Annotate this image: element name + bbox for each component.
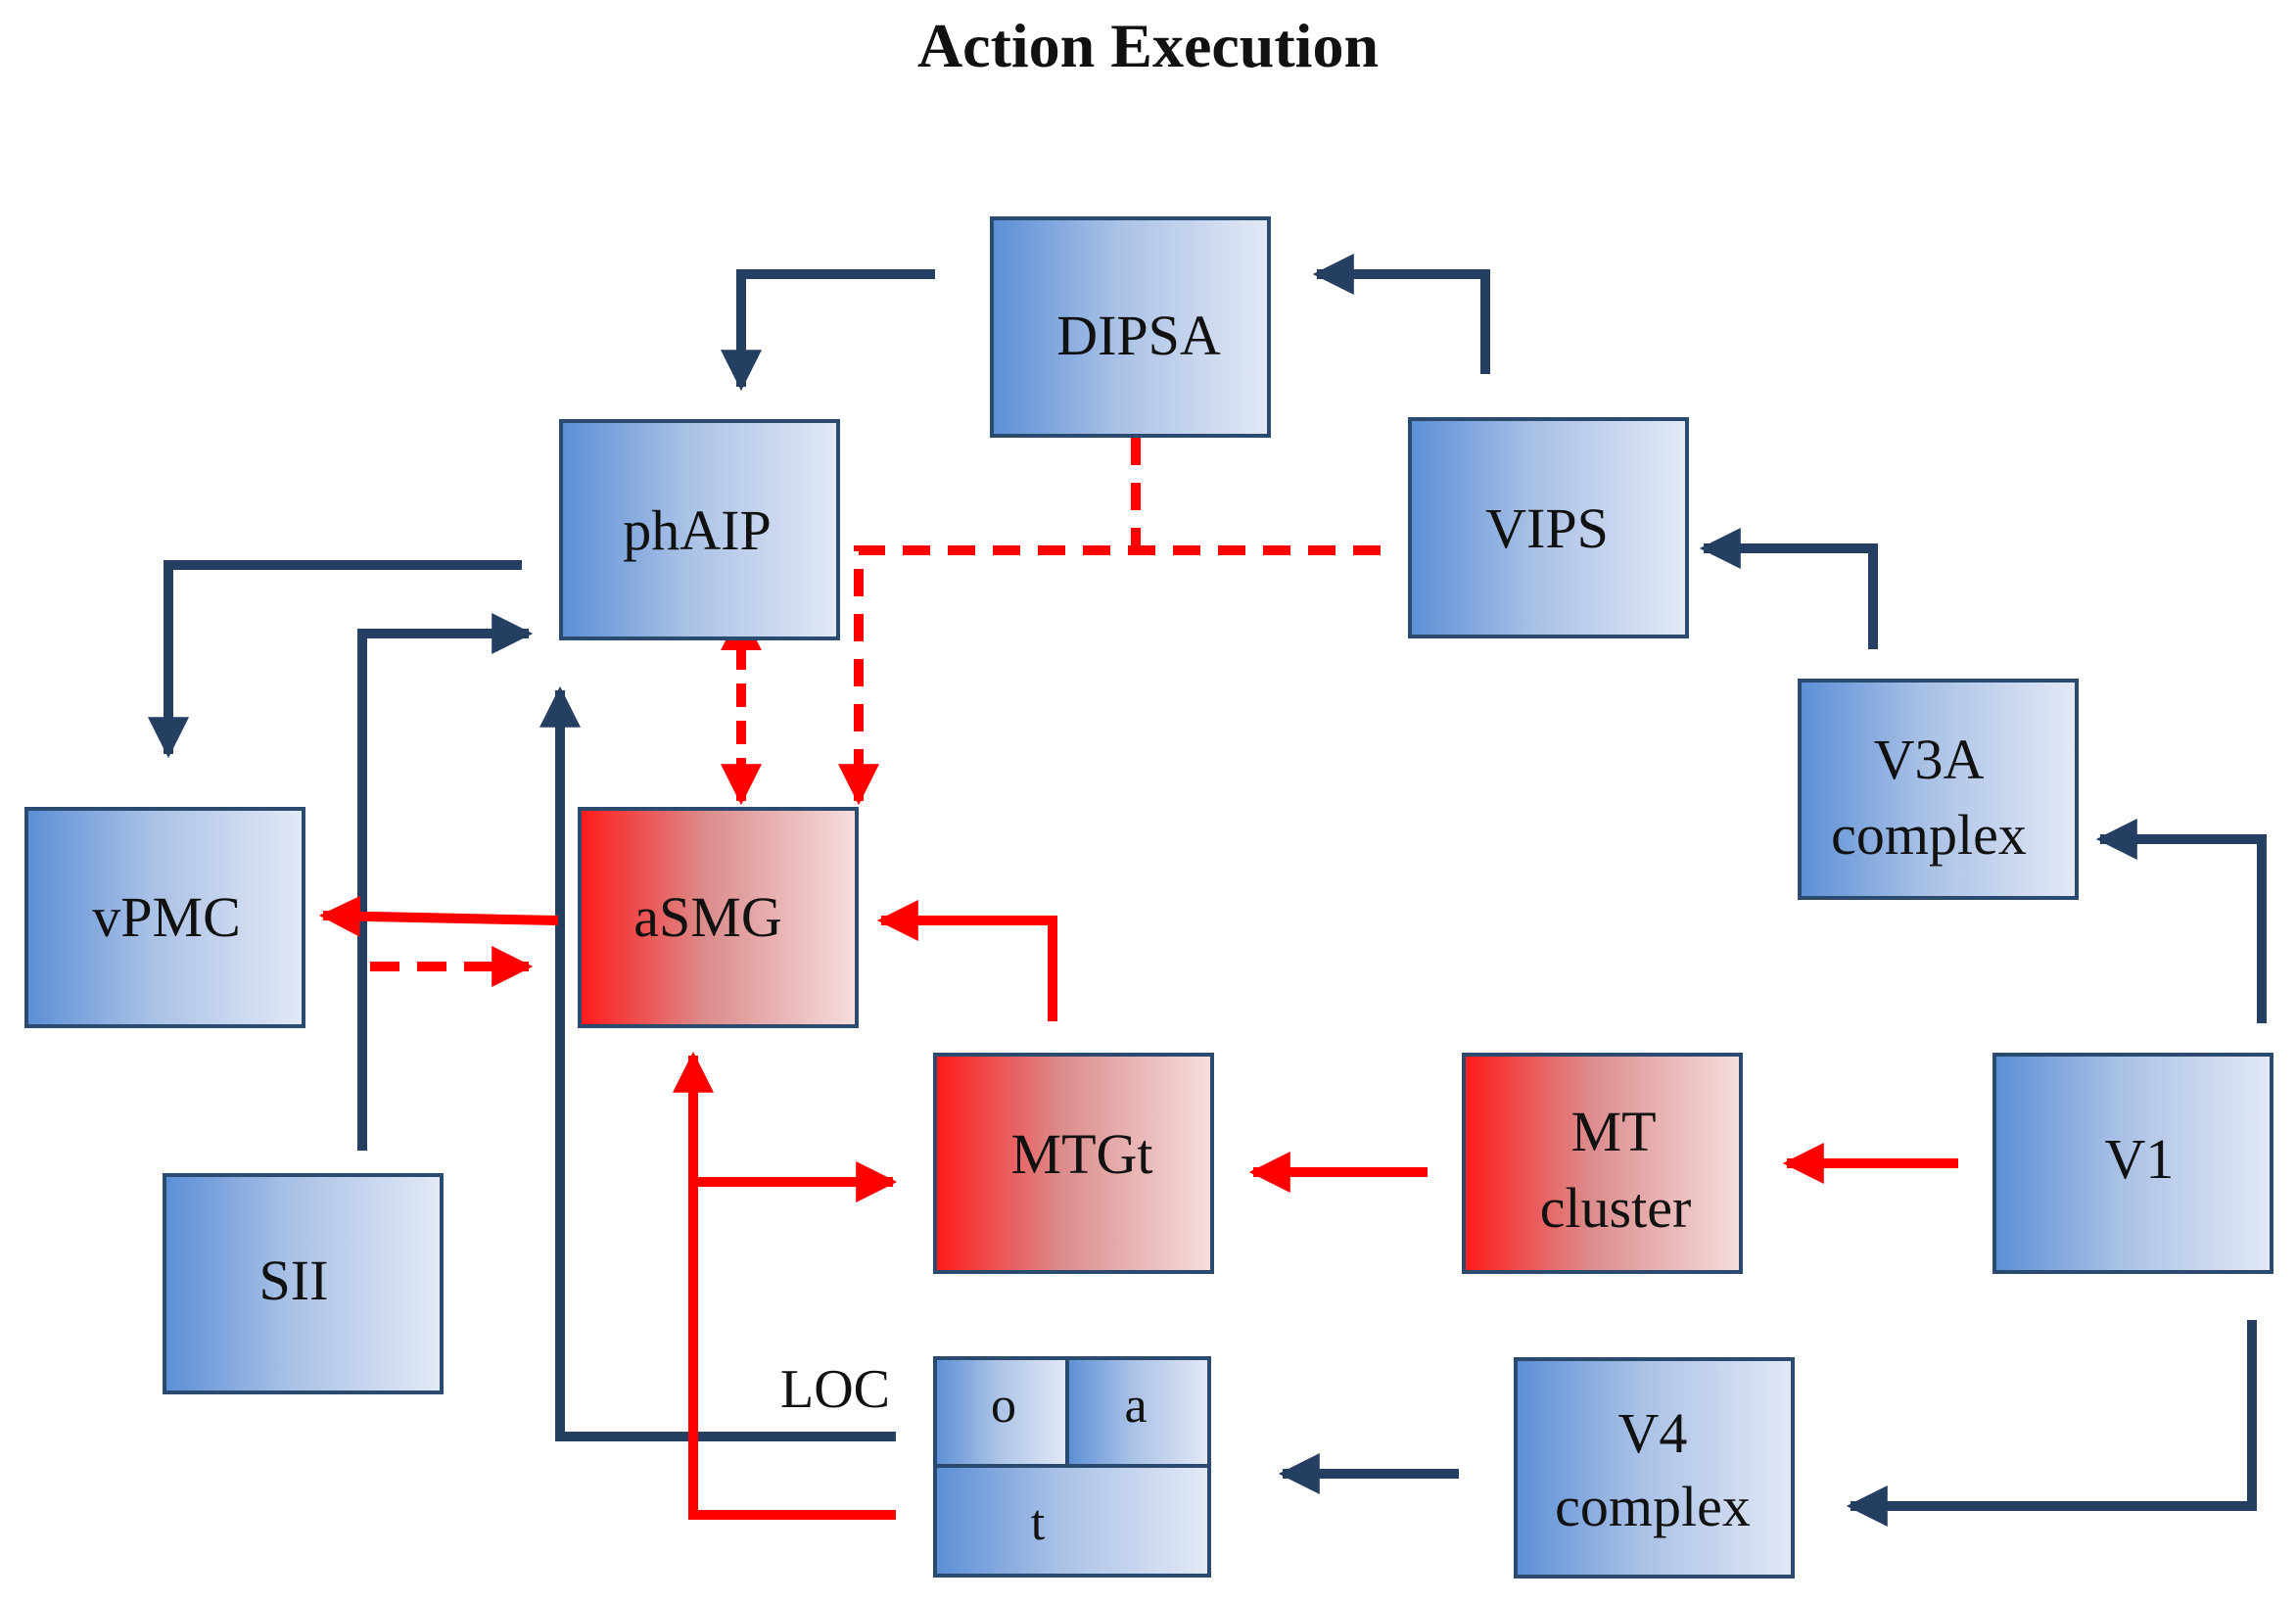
node-label-v4-line1: V4 — [1618, 1401, 1688, 1465]
arrow-phaip-to-vpmc — [148, 560, 522, 759]
node-label-mtgt: MTGt — [1011, 1122, 1153, 1186]
arrow-vips-to-dipsa — [1312, 254, 1490, 374]
arrow-sii-to-phaip — [357, 613, 534, 1151]
arrow-vips-dipsa-to-asmg — [838, 545, 1381, 806]
node-vpmc: vPMC — [24, 807, 305, 1028]
node-label-v1: V1 — [2105, 1127, 2175, 1191]
node-dipsa: DIPSA — [990, 216, 1271, 438]
node-v3a-complex: V3A complex — [1798, 679, 2079, 900]
arrow-loc-to-asmg — [673, 1051, 896, 1520]
arrow-dipsa-to-phaip — [721, 269, 935, 392]
loc-cell-t — [933, 1464, 1211, 1578]
node-mt-cluster: MT cluster — [1462, 1053, 1743, 1274]
node-label-loc: LOC — [780, 1359, 890, 1420]
node-label-mt-line2: cluster — [1540, 1176, 1692, 1240]
loc-cell-label-t: t — [1031, 1495, 1046, 1551]
node-label-mt-line1: MT — [1571, 1100, 1657, 1163]
node-label-vips: VIPS — [1485, 496, 1609, 560]
loc-cell-label-o: o — [991, 1378, 1016, 1434]
arrow-v3a-to-vips — [1699, 528, 1878, 649]
node-v1: V1 — [1992, 1053, 2273, 1274]
node-v4-complex: V4 complex — [1514, 1357, 1795, 1578]
loc-cell-label-a: a — [1124, 1378, 1147, 1434]
node-asmg: aSMG — [578, 807, 859, 1028]
diagram-title: Action Execution — [916, 11, 1380, 80]
node-label-v4-line2: complex — [1555, 1475, 1751, 1538]
arrow-loc-to-phaip — [539, 685, 896, 1441]
arrow-asmg-to-vpmc — [318, 895, 559, 937]
node-phaip: phAIP — [559, 419, 840, 640]
node-label-phaip: phAIP — [623, 498, 771, 562]
node-label-v3a-line1: V3A — [1874, 728, 1985, 791]
node-mtgt: MTGt — [933, 1053, 1214, 1274]
node-loc: LOC o a t — [780, 1356, 1211, 1578]
arrow-v1-to-v3a — [2095, 819, 2267, 1023]
red-connections — [318, 438, 1958, 1520]
node-vips: VIPS — [1408, 417, 1689, 638]
node-label-sii: SII — [259, 1249, 329, 1312]
node-sii: SII — [163, 1173, 444, 1394]
node-label-asmg: aSMG — [633, 885, 781, 949]
node-label-vpmc: vPMC — [92, 885, 241, 949]
arrow-mtgt-to-asmg — [876, 900, 1057, 1021]
node-label-v3a-line2: complex — [1831, 803, 2027, 867]
navy-connections — [148, 254, 2267, 1527]
arrow-v1-to-v4 — [1846, 1320, 2257, 1527]
node-label-dipsa: DIPSA — [1056, 304, 1221, 367]
